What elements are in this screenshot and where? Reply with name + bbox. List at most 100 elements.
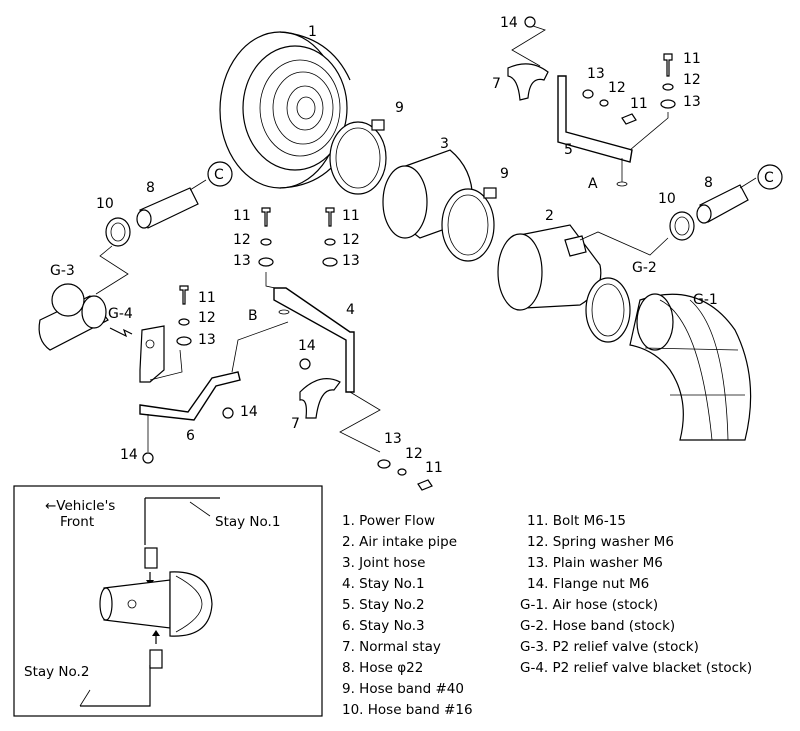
stay-no3 — [139, 371, 241, 421]
connection-c-right — [757, 164, 783, 190]
stay-no1 — [273, 287, 355, 393]
bolt-11a — [621, 113, 637, 125]
bolt-11f — [417, 479, 433, 491]
callout-13b: 13 — [683, 94, 701, 110]
callout-9b: 9 — [500, 166, 509, 182]
bolt-11d — [261, 207, 271, 227]
callout-9a: 9 — [395, 100, 404, 116]
inset-box — [13, 485, 323, 717]
callout-10a: 10 — [96, 196, 114, 212]
legend-right: 11. Bolt M6-15 12. Spring washer M6 13. … — [520, 513, 752, 676]
plain-washer-13f — [377, 459, 391, 469]
bolt-11b — [663, 53, 673, 77]
plain-washer-13e — [322, 257, 338, 267]
callout-8a: 8 — [146, 180, 155, 196]
legend-item: G-4. P2 relief valve blacket (stock) — [520, 660, 752, 676]
callout-13d: 13 — [233, 253, 251, 269]
power-flow-filter — [219, 31, 351, 189]
inset-vehicle-front-2: Front — [60, 514, 94, 530]
air-hose-g1 — [629, 293, 752, 441]
callout-11b: 11 — [683, 51, 701, 67]
stay-no2 — [557, 75, 633, 163]
callout-14a: 14 — [500, 15, 518, 31]
callout-11-lower: 11 — [425, 460, 443, 476]
spring-washer-12c — [178, 318, 190, 326]
hose-band-9-upper — [329, 119, 387, 195]
p2-relief-valve-bracket-g4 — [139, 325, 165, 383]
legend-item: 7. Normal stay — [342, 639, 441, 655]
label-A: A — [588, 176, 598, 192]
bolt-11c — [179, 285, 189, 305]
callout-3: 3 — [440, 136, 449, 152]
flange-nut-top — [524, 16, 536, 28]
plain-washer-13c — [176, 336, 192, 346]
callout-11a: 11 — [630, 96, 648, 112]
legend-item: 10. Hose band #16 — [342, 702, 473, 718]
callout-8b: 8 — [704, 175, 713, 191]
hose-band-10-left — [105, 217, 131, 247]
callout-g4: G-4 — [108, 306, 133, 322]
air-intake-pipe — [497, 224, 602, 311]
callout-12a: 12 — [608, 80, 626, 96]
legend-item: G-2. Hose band (stock) — [520, 618, 675, 634]
inset-vehicle-front: ←Vehicle's — [45, 498, 115, 514]
flange-nut-14c — [142, 452, 154, 464]
callout-11d: 11 — [233, 208, 251, 224]
callout-13a: 13 — [587, 66, 605, 82]
callout-g1: G-1 — [693, 292, 718, 308]
callout-14b: 14 — [298, 338, 316, 354]
callout-7a: 7 — [492, 76, 501, 92]
spring-washer-12e — [324, 238, 336, 246]
callout-10b: 10 — [658, 191, 676, 207]
plain-washer-13d — [258, 257, 274, 267]
bolt-11e — [325, 207, 335, 227]
connection-c-left — [207, 161, 233, 187]
hose-band-9-lower — [441, 187, 497, 262]
callout-g3: G-3 — [50, 263, 75, 279]
callout-13c: 13 — [198, 332, 216, 348]
normal-stay-top — [507, 63, 549, 101]
plain-washer-13a — [582, 89, 594, 99]
spring-washer-12f — [397, 468, 407, 476]
callout-6: 6 — [186, 428, 195, 444]
legend-item: 11. Bolt M6-15 — [527, 513, 626, 529]
callout-11e: 11 — [342, 208, 360, 224]
plain-washer-13b — [660, 99, 676, 109]
callout-12b: 12 — [683, 72, 701, 88]
callout-c1: C — [214, 167, 224, 183]
hose-8-right — [696, 184, 749, 224]
legend-item: 14. Flange nut M6 — [527, 576, 649, 592]
legend-item: 9. Hose band #40 — [342, 681, 464, 697]
legend-item: 1. Power Flow — [342, 513, 435, 529]
spring-washer-12a — [599, 99, 609, 107]
callout-13-lower: 13 — [384, 431, 402, 447]
callout-12c: 12 — [198, 310, 216, 326]
callout-4: 4 — [346, 302, 355, 318]
legend-item: 3. Joint hose — [342, 555, 425, 571]
callout-12e: 12 — [342, 232, 360, 248]
callout-2: 2 — [545, 208, 554, 224]
p2-relief-valve-g3 — [38, 283, 109, 351]
normal-stay-lower — [299, 378, 341, 419]
hose-band-10-right — [669, 211, 695, 241]
callout-c2: C — [764, 170, 774, 186]
callout-g2: G-2 — [632, 260, 657, 276]
callout-1: 1 — [308, 24, 317, 40]
spring-washer-12d — [260, 238, 272, 246]
callout-5: 5 — [564, 142, 573, 158]
callout-12-lower: 12 — [405, 446, 423, 462]
legend-item: 12. Spring washer M6 — [527, 534, 674, 550]
legend-item: 2. Air intake pipe — [342, 534, 457, 550]
flange-nut-14d — [222, 407, 234, 419]
inset-stay-no2: Stay No.2 — [24, 664, 89, 680]
hose-8-left — [136, 187, 199, 229]
legend-item: 4. Stay No.1 — [342, 576, 425, 592]
legend-left: 1. Power Flow 2. Air intake pipe 3. Join… — [342, 513, 473, 718]
callout-13e: 13 — [342, 253, 360, 269]
flange-nut-14b — [299, 358, 311, 370]
legend-item: 8. Hose φ22 — [342, 660, 423, 676]
legend-item: G-3. P2 relief valve (stock) — [520, 639, 699, 655]
inset-stay-no1: Stay No.1 — [215, 514, 280, 530]
callout-11c: 11 — [198, 290, 216, 306]
